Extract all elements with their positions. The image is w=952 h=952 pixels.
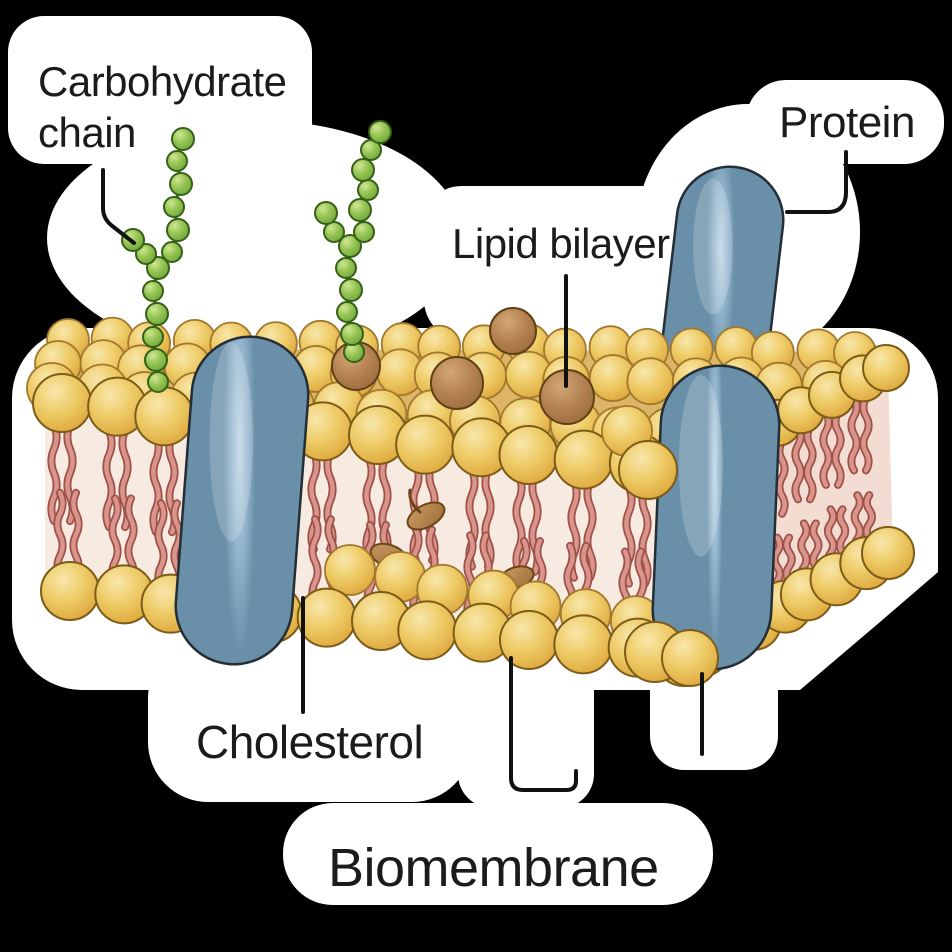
- carbohydrate-bead: [161, 241, 183, 263]
- phospholipid-head: [397, 600, 458, 661]
- fatty-acid-tail: [585, 479, 595, 580]
- fatty-acid-tail: [71, 490, 81, 580]
- phospholipid-head: [32, 373, 92, 433]
- carbohydrate-bead: [142, 326, 164, 348]
- fatty-acid-tail: [805, 425, 815, 502]
- protein-back: [661, 165, 785, 395]
- overlap-heads: [601, 405, 719, 687]
- membrane-protein: [654, 367, 778, 668]
- fatty-acid-tail: [483, 468, 493, 569]
- fatty-acid-tail: [640, 485, 650, 586]
- protein-left: [174, 335, 310, 666]
- fatty-acid-tail: [833, 410, 843, 488]
- fatty-acid-tail: [151, 433, 161, 535]
- phospholipid-head: [862, 344, 910, 392]
- cholesterol: [408, 488, 422, 514]
- protein-highlight: [678, 374, 723, 557]
- carbohydrate-bead: [323, 221, 345, 243]
- carbohydrate-bead: [353, 221, 375, 243]
- cholesterol-label: Cholesterol: [196, 716, 424, 768]
- carbohydrate-leader-line: [101, 168, 136, 245]
- carbohydrate-bead: [335, 257, 357, 279]
- carbohydrate-bead: [166, 218, 190, 242]
- leader-lines: [101, 150, 848, 792]
- carbohydrate-bead: [368, 120, 392, 144]
- biomembrane-leader-line: [509, 656, 578, 792]
- carbohydrate-bead: [145, 302, 169, 326]
- carbohydrate-bead: [357, 179, 379, 201]
- protein-highlight: [209, 341, 253, 542]
- lipid-bilayer-label: Lipid bilayer: [452, 220, 670, 267]
- fatty-acid-tail: [156, 501, 166, 590]
- carbohydrate-bead: [336, 301, 358, 323]
- phospholipid-head: [324, 544, 376, 596]
- carbohydrate-chain-right: [314, 120, 392, 363]
- fatty-acid-tail: [49, 422, 59, 524]
- phospholipid-head: [861, 526, 915, 580]
- phospholipid-head: [553, 614, 614, 675]
- carbohydrate-bead: [166, 150, 188, 172]
- carbohydrate-chain-label: Carbohydrate chain: [38, 58, 287, 157]
- phospholipid-head: [661, 629, 719, 687]
- fatty-acid-tail: [309, 451, 319, 552]
- carbohydrate-bead: [339, 278, 363, 302]
- biomembrane-title: Biomembrane: [328, 838, 659, 898]
- fatty-acid-tail: [514, 473, 524, 574]
- carbohydrate-bead: [171, 127, 195, 151]
- carbohydrate-bead: [360, 139, 382, 161]
- carbohydrate-bead: [142, 280, 164, 302]
- carbohydrate-bead: [163, 196, 185, 218]
- carbohydrate-chain-left: [121, 127, 195, 393]
- fatty-acid-tail: [793, 425, 803, 502]
- carbohydrate-bead: [351, 158, 375, 182]
- carbohydrate-bead: [340, 322, 364, 346]
- fatty-acid-tail: [364, 457, 374, 558]
- glycolipid-heads: [331, 307, 595, 425]
- membrane-protein: [664, 168, 782, 392]
- carbohydrate-bead: [135, 243, 157, 265]
- fatty-acid-tail: [849, 396, 859, 473]
- background-corner: [780, 560, 952, 952]
- fatty-acid-tail: [861, 396, 871, 473]
- phospholipid-head: [498, 425, 559, 485]
- protein-leader-line: [785, 150, 848, 214]
- phospholipid-head: [499, 610, 559, 670]
- phospholipid-head: [40, 561, 100, 621]
- protein-highlight: [693, 178, 733, 315]
- fatty-acid-tail: [55, 490, 65, 580]
- fatty-acid-tail: [104, 428, 114, 530]
- carbohydrate-bead: [348, 198, 372, 222]
- fatty-acid-tail: [310, 517, 320, 606]
- phospholipid-head: [395, 414, 456, 475]
- fatty-acid-tail: [465, 533, 475, 622]
- protein-right: [651, 364, 781, 671]
- fatty-acid-tail: [777, 439, 787, 516]
- glycolipid-head: [489, 307, 537, 355]
- membrane-art: [26, 120, 915, 687]
- glycolipid-head: [430, 356, 484, 410]
- phospholipid-head: [134, 386, 195, 447]
- carbohydrate-bead: [338, 234, 362, 258]
- phospholipid-head: [618, 440, 678, 500]
- phospholipid-head: [296, 587, 357, 648]
- carbohydrate-bead: [144, 348, 168, 372]
- protein-label: Protein: [779, 98, 915, 147]
- carbohydrate-bead: [314, 201, 338, 225]
- fatty-acid-tail: [821, 410, 831, 488]
- carbohydrate-bead: [147, 371, 169, 393]
- membrane-protein: [177, 338, 307, 663]
- carbohydrate-bead: [169, 172, 193, 196]
